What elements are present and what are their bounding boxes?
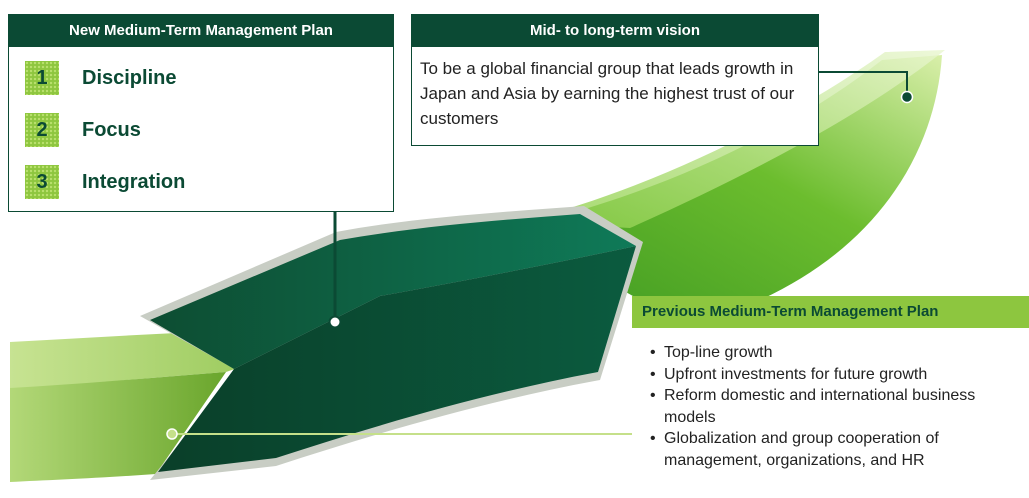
ribbon-mid-front bbox=[158, 246, 636, 472]
ribbon-tail-front bbox=[10, 372, 226, 482]
connector-dot-vision bbox=[900, 90, 914, 104]
pillar-number: 3 bbox=[25, 165, 59, 199]
previous-plan-box: Previous Medium-Term Management Plan Top… bbox=[632, 296, 1029, 498]
connector-vision bbox=[817, 71, 908, 97]
previous-plan-title: Previous Medium-Term Management Plan bbox=[632, 296, 1029, 328]
pillar-focus: 2 Focus bbox=[25, 113, 365, 147]
pillar-number: 1 bbox=[25, 61, 59, 95]
new-plan-title: New Medium-Term Management Plan bbox=[9, 15, 393, 47]
pillar-number: 2 bbox=[25, 113, 59, 147]
pillar-label: Focus bbox=[82, 119, 141, 141]
vision-title: Mid- to long-term vision bbox=[412, 15, 818, 47]
previous-plan-item: Globalization and group cooperation of m… bbox=[650, 428, 1022, 471]
previous-plan-item: Reform domestic and international busine… bbox=[650, 385, 1022, 428]
pillar-integration: 3 Integration bbox=[25, 165, 365, 199]
connector-dot-new-plan bbox=[328, 315, 342, 329]
connector-dot-previous-plan bbox=[166, 428, 178, 440]
previous-plan-item: Upfront investments for future growth bbox=[650, 364, 1022, 386]
ribbon-top-green bbox=[520, 50, 945, 228]
ribbon-mid-top bbox=[150, 214, 636, 369]
vision-box: Mid- to long-term vision To be a global … bbox=[411, 14, 819, 146]
pillar-label: Discipline bbox=[82, 67, 177, 89]
previous-plan-list: Top-line growth Upfront investments for … bbox=[650, 342, 1022, 471]
pillar-label: Integration bbox=[82, 171, 186, 193]
pillar-discipline: 1 Discipline bbox=[25, 61, 365, 95]
vision-statement: To be a global financial group that lead… bbox=[420, 59, 795, 128]
previous-plan-item: Top-line growth bbox=[650, 342, 1022, 364]
new-plan-box: New Medium-Term Management Plan 1 Discip… bbox=[8, 14, 394, 212]
